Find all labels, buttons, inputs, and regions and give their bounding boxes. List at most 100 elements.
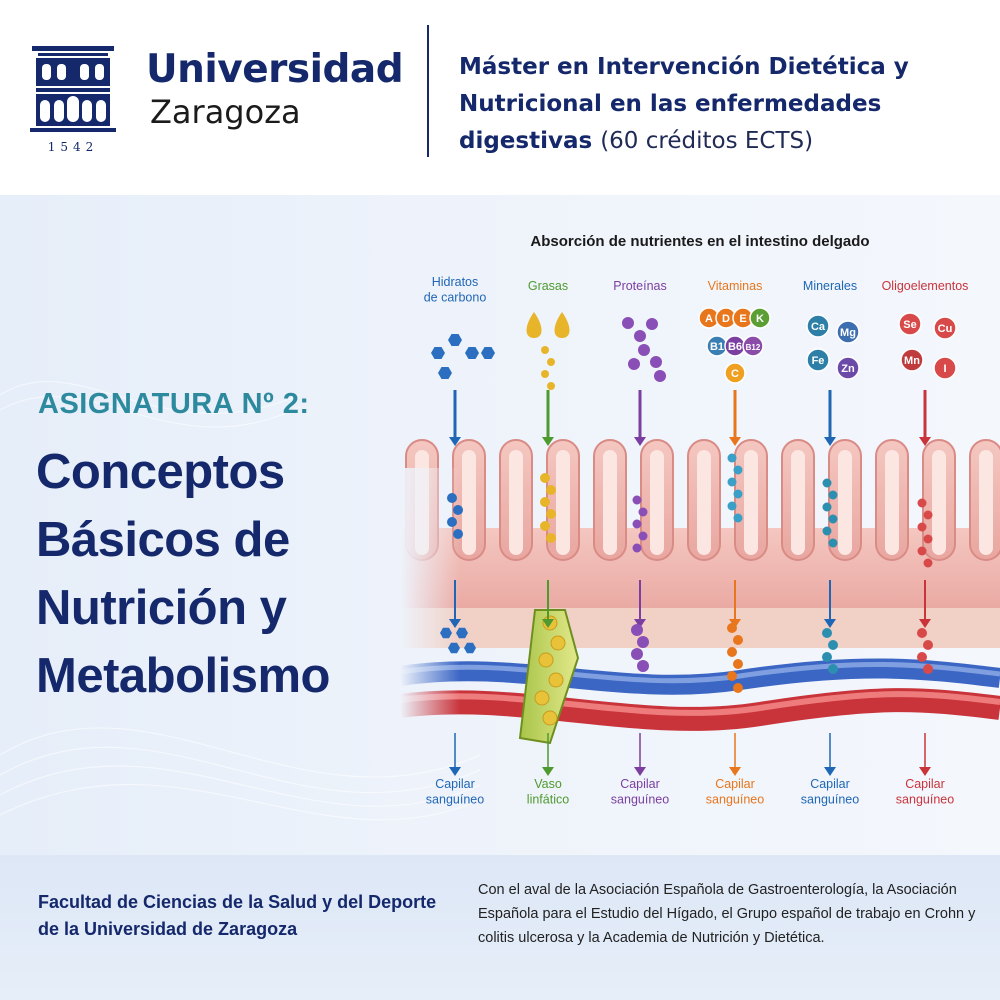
glucose-molecule (448, 333, 462, 347)
nutrient-badge-label: K (756, 313, 764, 325)
nutrient-label-line: Minerales (803, 279, 857, 293)
university-building-icon (30, 46, 116, 132)
nutrient-badge-label: Zn (841, 363, 855, 375)
nutrient-particle (540, 521, 550, 531)
destination-label-line: Capilar (620, 777, 660, 791)
nutrient-particle (632, 495, 642, 505)
glucose-molecule (431, 346, 445, 360)
nutrient-particle (828, 538, 838, 548)
nutrient-particle (547, 358, 555, 366)
nutrient-particle (733, 683, 743, 693)
villus-core (462, 450, 476, 555)
arrow-head (919, 767, 931, 776)
villus-core (744, 450, 758, 555)
nutrient-label-line: de carbono (424, 291, 487, 305)
nutrient-particle (631, 648, 643, 660)
nutrient-particle (631, 624, 643, 636)
nutrient-label-line: Hidratos (432, 275, 479, 289)
fat-droplet (538, 652, 554, 668)
villus-core (603, 450, 617, 555)
arrow-head (542, 767, 554, 776)
amino-acid (650, 356, 662, 368)
nutrient-particle (822, 478, 832, 488)
nutrient-particle (447, 493, 457, 503)
nutrient-badge (724, 362, 746, 384)
arrow-head (542, 437, 554, 446)
glucose-molecule (481, 346, 495, 360)
amino-acid (628, 358, 640, 370)
nutrient-particle (822, 502, 832, 512)
nutrient-particle (637, 660, 649, 672)
master-title: Máster en Intervención Dietética y Nutri… (459, 49, 979, 160)
nutrient-particle (632, 543, 642, 553)
nutrient-particle (727, 477, 737, 487)
nutrient-particle (917, 628, 927, 638)
nutrient-label-line: Grasas (528, 279, 568, 293)
villus-core (791, 450, 805, 555)
villus-core (979, 450, 993, 555)
nutrient-particle (822, 652, 832, 662)
arrow-head (824, 437, 836, 446)
glucose-molecule (464, 642, 476, 654)
glucose-molecule (440, 627, 452, 639)
destination-label-line: Capilar (435, 777, 475, 791)
nutrient-label: Grasas (528, 279, 568, 293)
nutrient-badge (933, 316, 957, 340)
nutrient-particle (453, 529, 463, 539)
glucose-molecule (456, 627, 468, 639)
nutrient-label: Hidratos de carbono (424, 275, 487, 305)
nutrient-badge-label: A (705, 313, 713, 325)
destination-label-line: sanguíneo (426, 793, 484, 807)
nutrient-badge (933, 356, 957, 380)
master-title-bold: Máster en Intervención Dietética y Nutri… (459, 54, 909, 154)
nutrient-badge (900, 348, 924, 372)
fat-droplet (548, 672, 564, 688)
villus-core (509, 450, 523, 555)
destination-label-line: Capilar (810, 777, 850, 791)
villus-core (932, 450, 946, 555)
subject-title: Conceptos Básicos de Nutrición y Metabol… (36, 445, 330, 703)
arrow-head (729, 437, 741, 446)
nutrient-particle (541, 370, 549, 378)
villus-core (556, 450, 570, 555)
nutrient-particle (547, 382, 555, 390)
endorsement-text: Con el aval de la Asociación Española de… (478, 882, 976, 946)
amino-acid (622, 317, 634, 329)
nutrient-particle (923, 664, 933, 674)
university-city: Zaragoza (150, 93, 301, 131)
nutrient-particle (923, 534, 933, 544)
nutrient-badge-label: D (722, 313, 730, 325)
fat-drop (526, 312, 542, 338)
amino-acid (634, 330, 646, 342)
nutrient-badge (749, 307, 771, 329)
faculty-name: Facultad de Ciencias de la Salud y del D… (38, 892, 437, 939)
nutrient-particle (638, 531, 648, 541)
nutrient-particle (828, 490, 838, 500)
nutrient-badge (898, 312, 922, 336)
nutrient-badge-label: B1 (710, 341, 724, 353)
nutrient-particle (917, 522, 927, 532)
villus-core (885, 450, 899, 555)
destination-label-line: linfático (527, 793, 569, 807)
fat-droplet (550, 635, 566, 651)
arrow-head (919, 437, 931, 446)
nutrient-badge (836, 356, 860, 380)
nutrient-label: Oligoelementos (882, 279, 969, 293)
fat-droplet (534, 690, 550, 706)
nutrient-label: Proteínas (613, 279, 667, 293)
nutrient-label: Vitaminas (708, 279, 763, 293)
nutrient-particle (447, 517, 457, 527)
villus-core (838, 450, 852, 555)
background-waves (0, 380, 481, 821)
destination-label-line: sanguíneo (801, 793, 859, 807)
submucosa-layer (400, 608, 1000, 648)
nutrient-particle (917, 652, 927, 662)
nutrient-particle (828, 514, 838, 524)
glucose-molecule (448, 642, 460, 654)
header-divider (427, 25, 429, 157)
nutrient-particle (727, 501, 737, 511)
arrow-head (634, 437, 646, 446)
